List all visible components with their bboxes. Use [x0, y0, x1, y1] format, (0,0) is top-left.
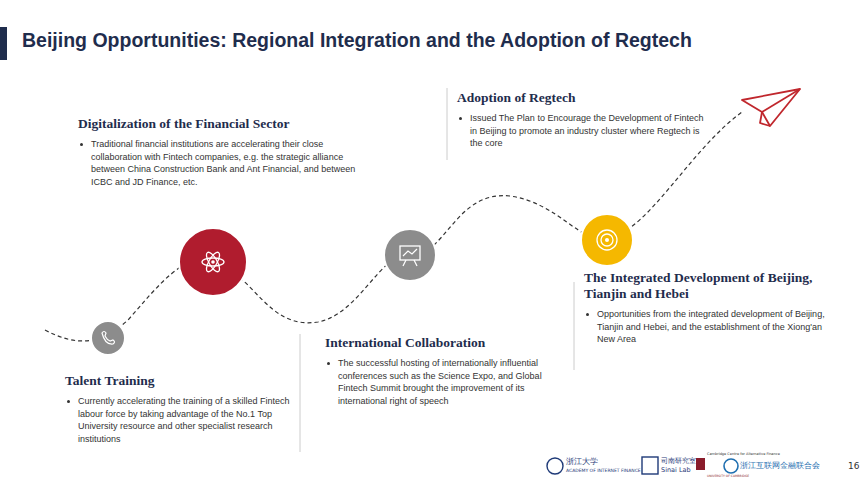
slide-title: Beijing Opportunities: Regional Integrat…	[22, 29, 692, 52]
association-logo	[724, 459, 738, 473]
logo-text: ACADEMY OF INTERNET FINANCE	[566, 468, 641, 473]
logo-text: Cambridge Centre for Alternative Finance	[707, 452, 780, 456]
text-block: Adoption of RegtechIssued The Plan to En…	[457, 90, 712, 150]
digitalization-circle	[179, 228, 247, 296]
dashed-path	[45, 112, 742, 341]
text-block: The Integrated Development of Beijing, T…	[584, 270, 839, 346]
divider-line	[574, 282, 575, 370]
block-heading: Adoption of Regtech	[457, 90, 712, 106]
bullet-text: Opportunities from the integrated develo…	[584, 308, 839, 346]
bullet-text: Traditional financial institutions are a…	[78, 138, 370, 188]
cambridge-logo	[696, 458, 705, 470]
page-number: 16	[848, 461, 859, 471]
sinai-logo	[642, 457, 658, 474]
block-heading: Digitalization of the Financial Sector	[78, 116, 370, 132]
logo-text: 浙江互联网金融联合会	[740, 461, 820, 471]
bullet-text: Issued The Plan to Encourage the Develop…	[457, 112, 712, 150]
talent-circle	[91, 321, 125, 355]
text-block: Digitalization of the Financial SectorTr…	[78, 116, 370, 188]
collaboration-circle	[384, 229, 436, 281]
bullet-text: Currently accelerating the training of a…	[65, 395, 297, 445]
block-heading: Talent Training	[65, 373, 297, 389]
logo-text: UNIVERSITY OF CAMBRIDGE	[707, 474, 749, 478]
block-heading: International Collaboration	[325, 335, 565, 351]
logo-text: 司南研究室	[661, 456, 696, 466]
paper-plane	[742, 89, 800, 126]
logo-text: Sinai Lab	[661, 466, 691, 474]
zju-logo	[547, 458, 563, 474]
logo-text: 浙江大学	[566, 457, 598, 467]
integration-circle	[581, 214, 633, 266]
block-heading: The Integrated Development of Beijing, T…	[584, 270, 839, 302]
divider-line	[300, 334, 301, 452]
title-bar	[0, 27, 7, 60]
bullet-text: The successful hosting of internationall…	[325, 357, 565, 407]
divider-line	[447, 88, 448, 160]
text-block: International CollaborationThe successfu…	[325, 335, 565, 407]
text-block: Talent TrainingCurrently accelerating th…	[65, 373, 297, 445]
